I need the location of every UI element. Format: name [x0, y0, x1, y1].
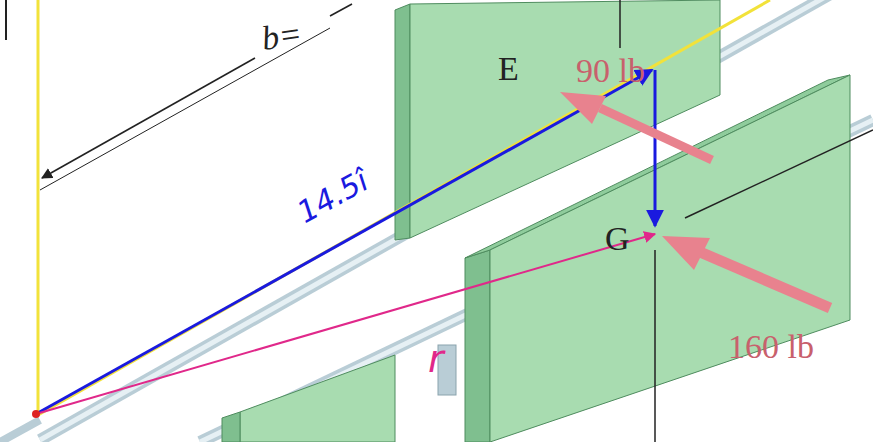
- point-label: G: [605, 222, 630, 256]
- plate-g: [465, 75, 850, 442]
- position-vector: [36, 70, 652, 414]
- axis: [5, 0, 7, 40]
- force-arrow: [662, 236, 830, 308]
- position-vector: [36, 234, 655, 414]
- force-arrow: [560, 92, 712, 160]
- force-label: 160 lb: [728, 330, 814, 364]
- plate-small: [222, 355, 395, 442]
- vector-label: r: [428, 340, 444, 378]
- axis: [37, 0, 40, 415]
- reference-line: [654, 250, 656, 442]
- point-label: E: [498, 52, 519, 86]
- force-label: 90 lb: [576, 54, 645, 88]
- dimension-label: b=: [260, 17, 304, 56]
- dimension-line: [42, 58, 255, 178]
- reference-line: [685, 130, 873, 218]
- dimension-line: [330, 4, 352, 16]
- reference-line: [619, 0, 621, 48]
- position-vector: [654, 70, 657, 226]
- vector-length: 14.5î: [293, 165, 373, 228]
- origin-point: [32, 410, 40, 418]
